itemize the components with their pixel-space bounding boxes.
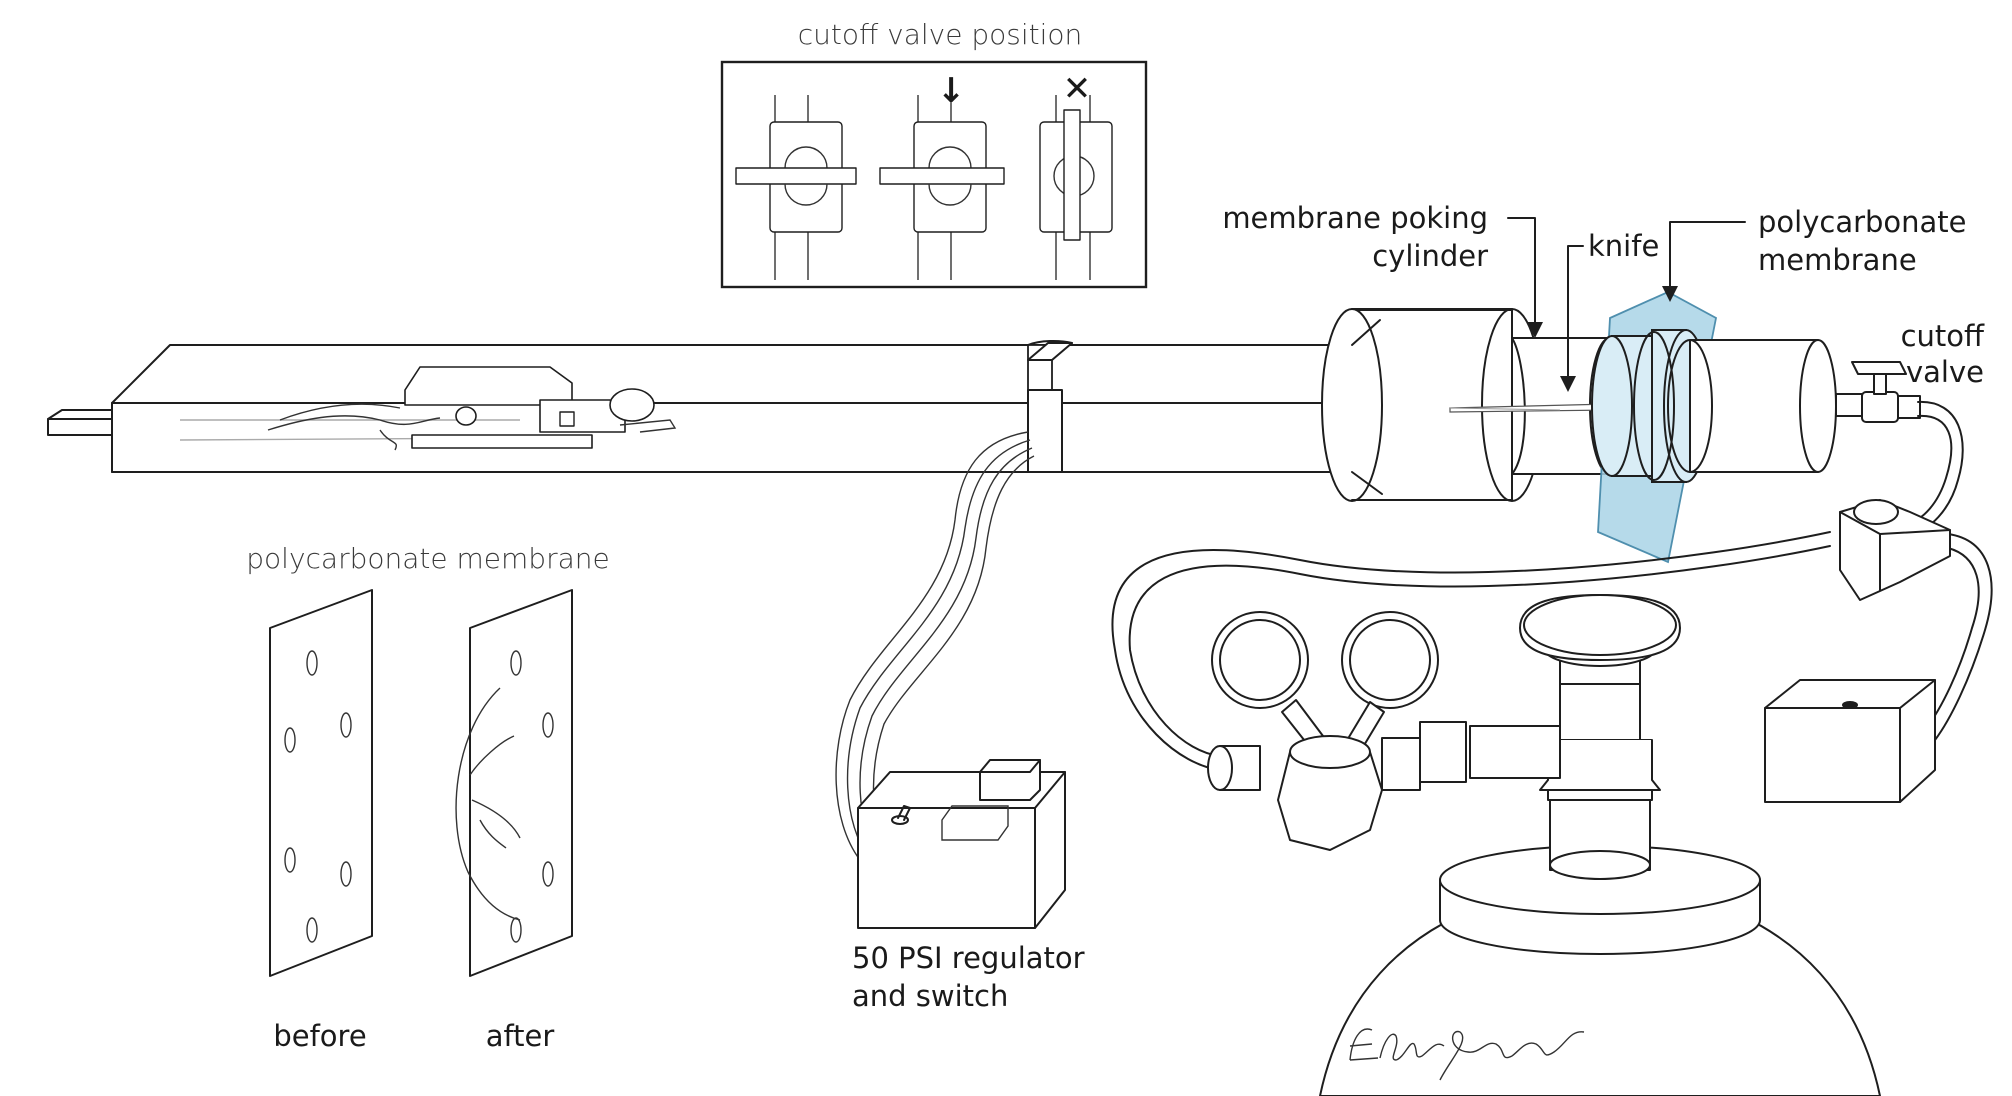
valve-closed-x-icon: ✕ [1063,69,1092,109]
membrane-poking-cylinder [1321,308,1543,502]
callout-arrow-icon [1527,322,1543,338]
label-cutoff: cutoff [1901,319,1985,353]
artist-signature [1349,1028,1585,1081]
label-50-psi-regulator: 50 PSI regulator [852,941,1085,975]
valve-open-arrow: ↓ [879,71,1005,280]
barrel-mechanism [267,366,677,451]
labels: membrane poking cylinder knife polycarbo… [852,201,1985,1013]
cutoff-valve-position-inset: cutoff valve position ↓ [720,18,1148,289]
label-membrane-poking: membrane poking [1222,201,1488,235]
valve-open-horizontal [735,95,857,280]
pressure-regulator [1207,611,1439,851]
valve-closed-vertical: ✕ [1039,69,1113,280]
membrane-after-sheet [469,589,573,977]
label-cylinder: cylinder [1372,239,1488,273]
cutoff-valve [1835,361,1921,423]
callout-line-membrane [1669,221,1746,291]
label-and-switch: and switch [852,979,1008,1013]
membrane-before-sheet [269,589,373,977]
right-control-box [1764,679,1936,803]
label-polycarbonate: polycarbonate [1758,205,1967,239]
after-label: after [486,1019,555,1053]
callout-arrow-icon [1560,376,1576,392]
cutoff-valve-position-title: cutoff valve position [798,18,1083,51]
label-membrane: membrane [1758,243,1917,277]
membrane-before-after-inset: polycarbonate membrane before after [246,542,609,1053]
before-label: before [273,1019,366,1053]
callout-line-knife [1567,245,1584,383]
regulator-switch-box [857,759,1066,929]
gas-tubing [1111,400,1993,771]
callout-lines [1507,217,1746,392]
callout-arrow-icon [1662,286,1678,302]
downstream-cylinder [1667,339,1837,473]
label-knife: knife [1588,229,1659,263]
valve-arrow-down-icon: ↓ [937,71,966,111]
membrane-before-holes [284,650,352,943]
callout-line-poking-cylinder [1507,217,1536,329]
membrane-inset-title: polycarbonate membrane [246,542,609,575]
membrane-after-holes [455,650,554,943]
barrel-clamp [1027,339,1073,473]
label-valve: valve [1906,355,1984,389]
